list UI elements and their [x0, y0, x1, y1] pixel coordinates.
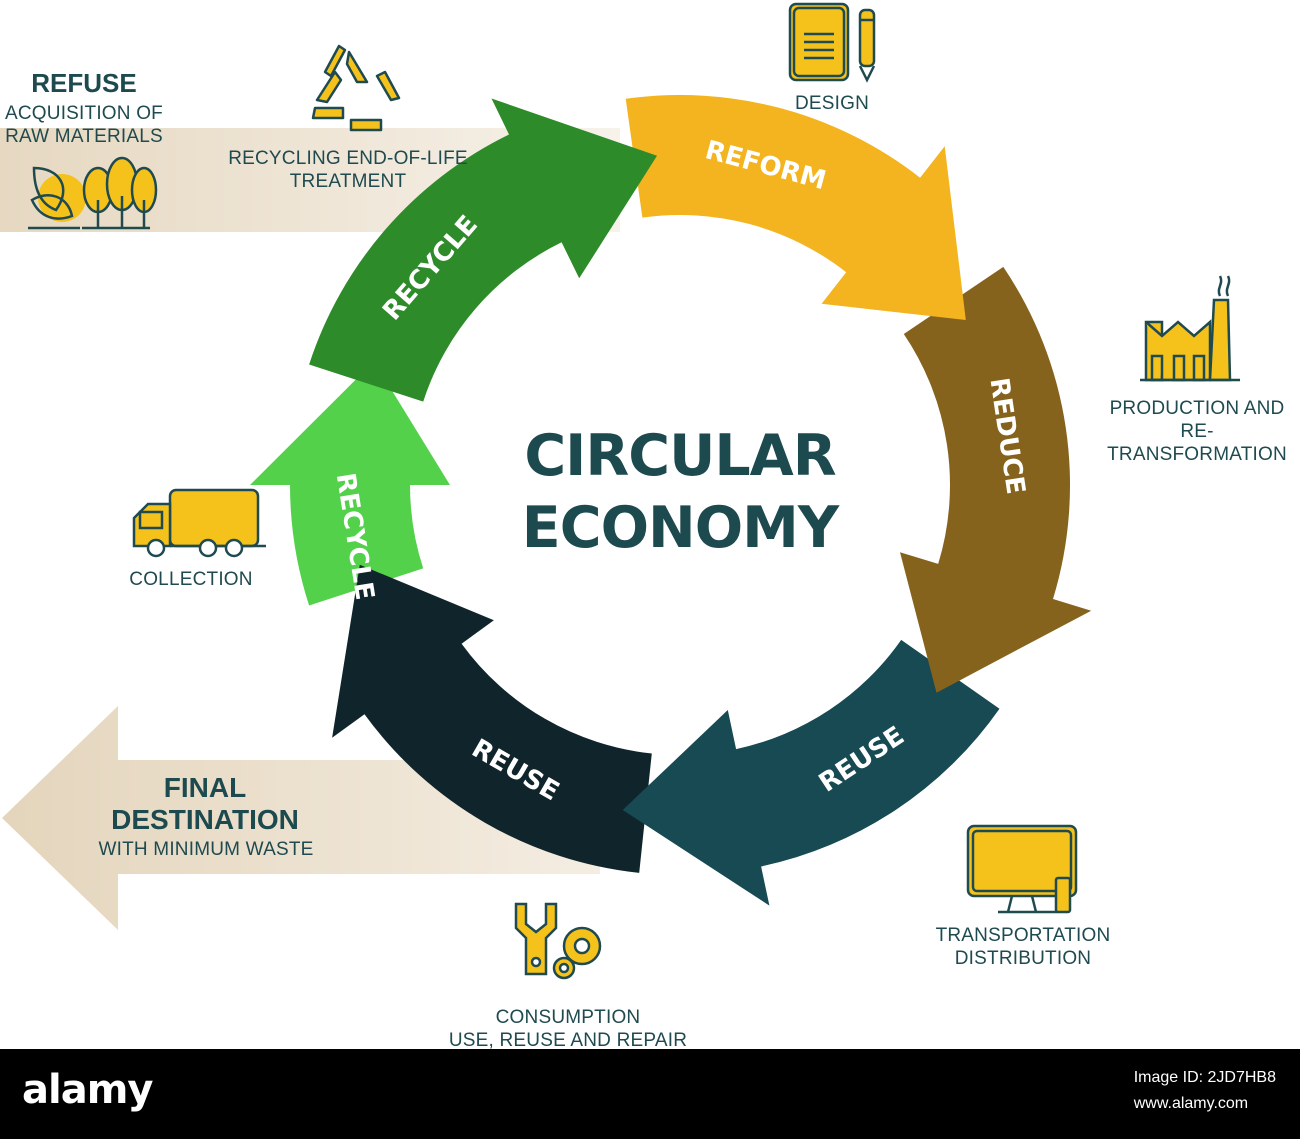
- final-line-2: DESTINATION: [111, 804, 299, 835]
- consumption-label: CONSUMPTION USE, REUSE AND REPAIR: [430, 1006, 706, 1052]
- title-line-2: ECONOMY: [521, 495, 839, 561]
- recycling-line-1: RECYCLING END-OF-LIFE: [228, 148, 468, 169]
- production-label: PRODUCTION AND RE-TRANSFORMATION: [1094, 397, 1300, 466]
- refuse-description: ACQUISITION OF RAW MATERIALS: [0, 102, 168, 148]
- transport-line-2: DISTRIBUTION: [954, 948, 1092, 969]
- refuse-line-2: RAW MATERIALS: [5, 126, 163, 147]
- truck-icon: [132, 488, 266, 558]
- monitor-icon: [966, 824, 1078, 914]
- final-destination-subtitle: WITH MINIMUM WASTE: [98, 839, 314, 860]
- consumption-line-1: CONSUMPTION: [495, 1007, 641, 1028]
- title-line-1: CIRCULAR: [524, 423, 836, 489]
- recycling-line-2: TREATMENT: [289, 171, 407, 192]
- footer-bar: alamy Image ID: 2JD7HB8 www.alamy.com: [0, 1049, 1300, 1139]
- cycle-arrow-reuse-right: [622, 639, 1000, 906]
- cycle-arrow-reduce: [900, 266, 1092, 693]
- refuse-line-1: ACQUISITION OF: [5, 103, 163, 124]
- cycle-arrow-recycle-left: [250, 361, 450, 606]
- transportation-label: TRANSPORTATION DISTRIBUTION: [920, 924, 1126, 970]
- cycle-arrow-reform: [625, 95, 966, 320]
- cycle-arrow-recycle-top: [309, 98, 657, 402]
- pencil-icon: [858, 8, 876, 83]
- recycling-end-of-life-label: RECYCLING END-OF-LIFE TREATMENT: [212, 147, 484, 193]
- design-label: DESIGN: [794, 93, 870, 114]
- production-line-2: RE-TRANSFORMATION: [1107, 421, 1287, 465]
- cycle-ring: [250, 95, 1092, 906]
- cycle-arrow-reuse-bottom: [332, 564, 652, 873]
- final-line-1: FINAL: [163, 772, 247, 803]
- document-icon: [788, 2, 850, 82]
- brand-logo: alamy: [22, 1067, 153, 1113]
- trees-icon: [82, 156, 158, 230]
- consumption-line-2: USE, REUSE AND REPAIR: [448, 1030, 688, 1051]
- production-line-1: PRODUCTION AND: [1109, 398, 1285, 419]
- refuse-title: REFUSE: [31, 68, 137, 98]
- wrench-gear-icon: [514, 902, 602, 980]
- transport-line-1: TRANSPORTATION: [935, 925, 1111, 946]
- footer-info: Image ID: 2JD7HB8 www.alamy.com: [1134, 1065, 1276, 1117]
- final-destination-title: FINAL DESTINATION: [80, 772, 330, 836]
- image-id: Image ID: 2JD7HB8: [1133, 1069, 1276, 1086]
- leaf-icon: [28, 166, 86, 230]
- collection-label: COLLECTION: [129, 569, 253, 590]
- factory-icon: [1140, 275, 1240, 382]
- center-title: CIRCULAR ECONOMY: [470, 420, 890, 564]
- site-url: www.alamy.com: [1133, 1095, 1249, 1112]
- recycle-icon: [311, 44, 401, 132]
